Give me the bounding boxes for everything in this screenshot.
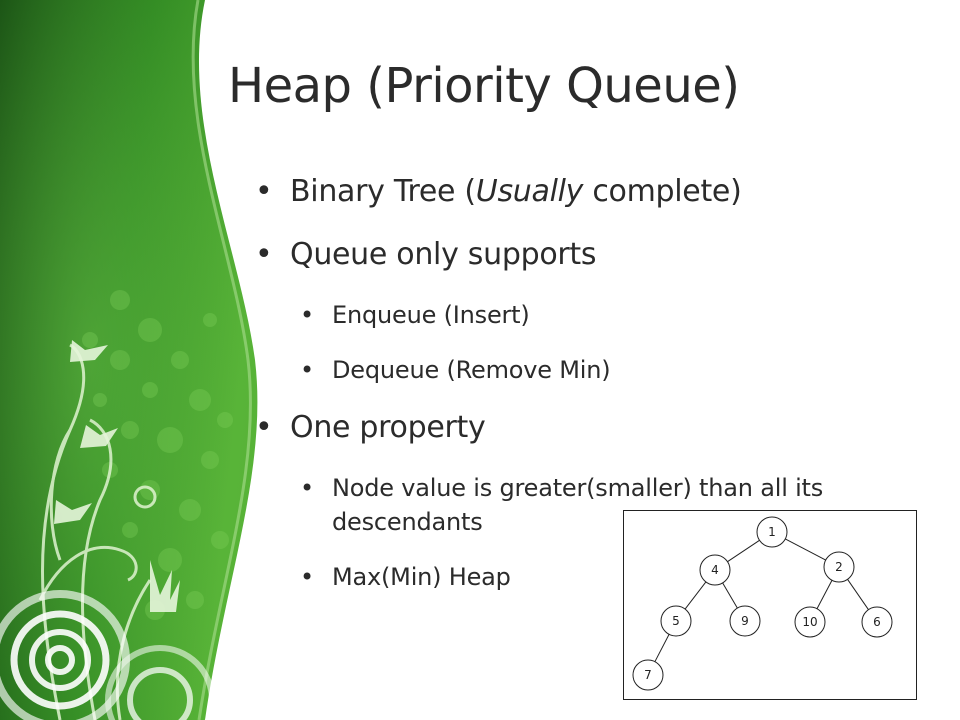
bullet-list: Binary Tree (Usually complete) Queue onl… [255,172,895,615]
bullet-one-property: One property [255,408,895,448]
tree-node-circle [794,606,826,638]
flower-icons [54,340,180,612]
bullet-text: Dequeue (Remove Min) [332,356,611,384]
tree-node: 10 [794,606,826,638]
tree-edge [847,579,869,610]
tree-edge [722,582,738,609]
tree-node-circle [660,605,692,637]
tree-edge [727,539,760,563]
bullet-queue-supports: Queue only supports [255,235,895,275]
tree-node-circle [699,554,731,586]
tree-node-label: 5 [672,614,680,628]
tree-node-label: 10 [802,615,817,629]
sub-bullet-enqueue: Enqueue (Insert) [255,298,895,332]
tree-node: 9 [729,605,761,637]
tree-node-label: 9 [741,614,749,628]
tree-edge [816,580,833,609]
slide-title: Heap (Priority Queue) [228,58,740,114]
tree-node-label: 4 [711,563,719,577]
tree-node: 5 [660,605,692,637]
tree-node: 4 [699,554,731,586]
bullet-text: complete) [583,174,742,209]
tree-node-circle [823,551,855,583]
tree-node-circle [756,516,788,548]
tree-node: 6 [861,606,893,638]
concentric-circles [0,590,215,720]
sub-bullet-max-min-heap: Max(Min) Heap [255,560,895,594]
bullet-text: Binary Tree ( [290,174,476,209]
tree-node-label: 2 [835,560,843,574]
tree-edge [684,581,707,610]
bullet-text: One property [290,410,486,445]
bullet-text: Node value is greater(smaller) than all … [332,474,824,536]
tree-edge [654,634,670,662]
tree-node-label: 6 [873,615,881,629]
heap-tree-svg: 1 4 2 5 9 10 6 7 [632,516,893,691]
bullet-text: Max(Min) Heap [332,563,511,591]
tree-node-label: 7 [644,668,652,682]
tree-node-circle [729,605,761,637]
tree-node: 2 [823,551,855,583]
heap-tree-diagram: 1 4 2 5 9 10 6 7 [623,510,917,700]
tree-node-label: 1 [768,525,776,539]
tree-node: 1 [756,516,788,548]
tree-edge [785,538,826,561]
bullet-binary-tree: Binary Tree (Usually complete) [255,172,895,212]
tree-node: 7 [632,659,664,691]
tree-node-circle [861,606,893,638]
sub-bullet-dequeue: Dequeue (Remove Min) [255,353,895,387]
sub-bullet-node-value: Node value is greater(smaller) than all … [255,471,872,539]
panel-edge-highlight [191,0,252,720]
bullet-text: Queue only supports [290,237,597,272]
bullet-text: Enqueue (Insert) [332,301,530,329]
tree-node-circle [632,659,664,691]
bullet-emphasis: Usually [475,174,584,209]
